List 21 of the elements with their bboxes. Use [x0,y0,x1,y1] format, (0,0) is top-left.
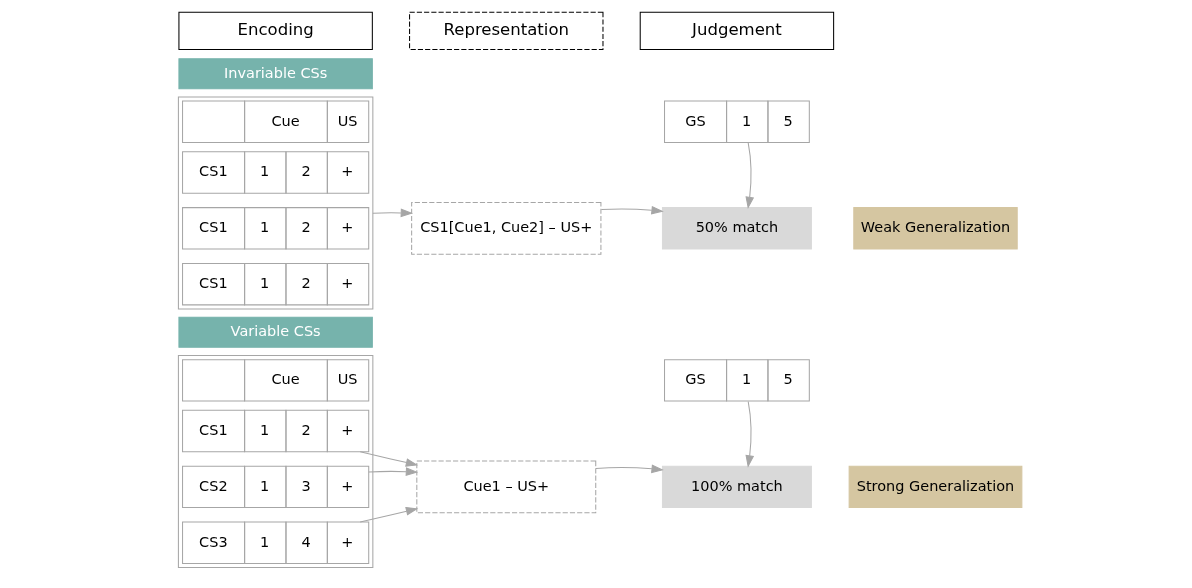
arrow [595,464,664,474]
node-box: Weak Generalization [853,207,1018,250]
arrow [745,142,755,210]
node-box: Invariable CSs [178,58,373,90]
node-box: Representation [409,11,604,50]
arrow [600,205,664,215]
node-box: Variable CSs [178,316,373,348]
node-box: CS1[Cue1, Cue2] – US+ [411,201,602,255]
node-box: Cue1 – US+ [416,460,597,514]
cluster [177,96,374,310]
arrow [372,208,414,218]
arrow [359,451,419,467]
node-box: 50% match [661,207,812,250]
node-box: Strong Generalization [848,465,1023,509]
cluster [177,355,374,569]
node-box: Encoding [178,11,373,50]
arrow [745,401,755,468]
arrow [359,507,419,523]
node-box: Judgement [639,11,835,50]
node-box: 100% match [661,465,812,509]
arrow [368,467,419,476]
